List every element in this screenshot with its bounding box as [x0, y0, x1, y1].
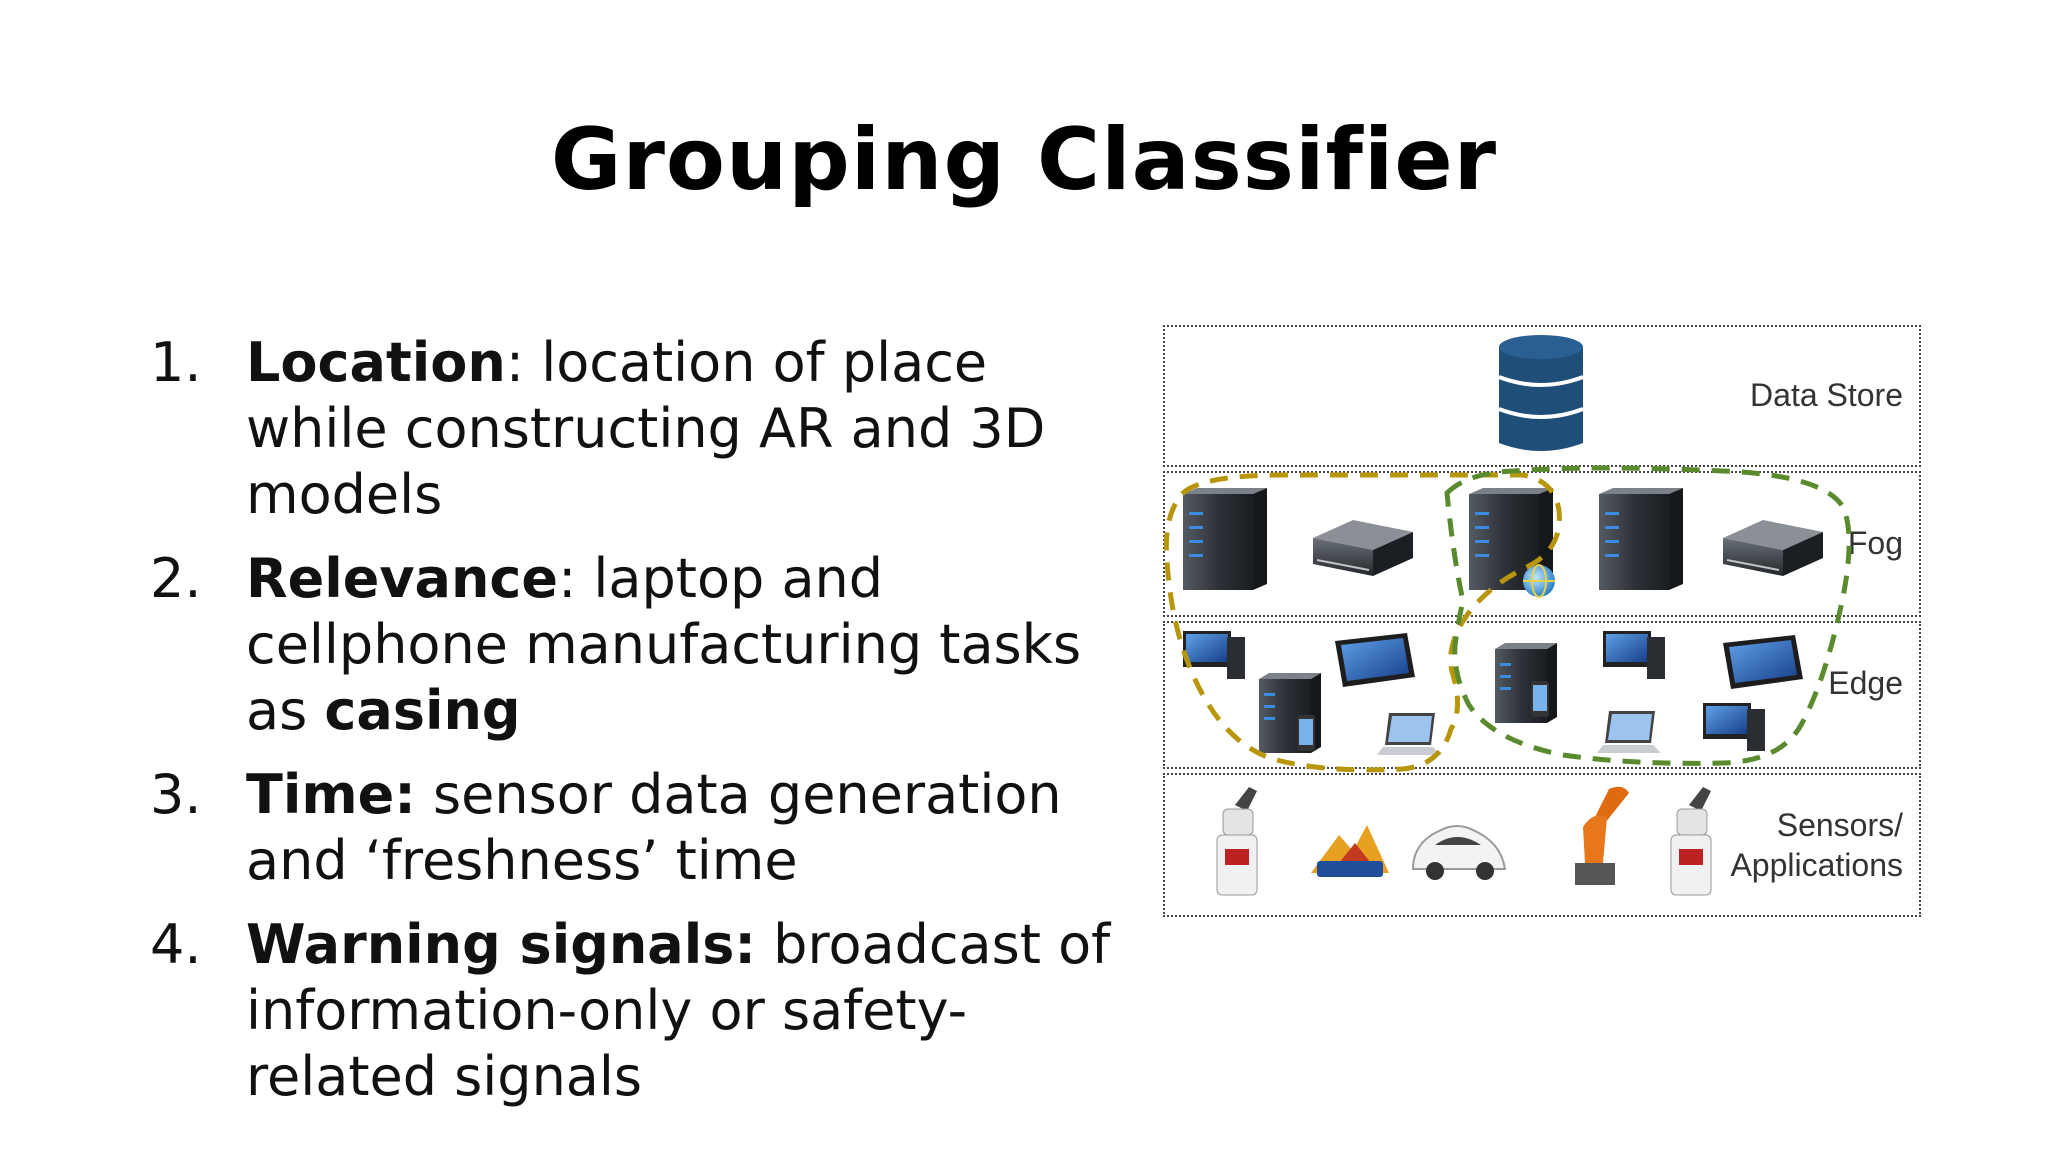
car-icon — [1411, 825, 1507, 880]
mountain-icon — [1311, 825, 1389, 877]
group-outline-gold — [1163, 472, 1562, 773]
database-icon — [1498, 335, 1584, 451]
layer-label-sensors-line2: Applications — [1730, 847, 1903, 883]
item-separator — [416, 763, 433, 826]
globe-icon — [1523, 564, 1555, 598]
layer-label-sensors-line1: Sensors/ — [1776, 807, 1903, 843]
classifier-list: 1. Location: location of place while cons… — [150, 330, 1130, 1128]
list-item: 2. Relevance: laptop and cellphone manufa… — [150, 546, 1130, 744]
laptop-icon — [1377, 713, 1441, 755]
item-text: sensor data generation and ‘freshness’ t… — [246, 763, 1062, 892]
tablet-icon — [1335, 633, 1415, 687]
item-number: 2. — [150, 547, 202, 610]
item-text: location of place while constructing AR … — [246, 331, 1046, 526]
rack-server-icon — [1723, 520, 1823, 576]
item-separator — [756, 913, 773, 976]
item-separator: : — [558, 547, 594, 610]
item-number: 1. — [150, 331, 202, 394]
item-text: laptop and cellphone manufacturing tasks… — [246, 547, 1082, 742]
tower-server-icon — [1599, 488, 1683, 590]
tower-server-icon — [1183, 488, 1267, 590]
monitor-icon — [1703, 703, 1765, 751]
item-text: broadcast of information-only or safety-… — [246, 913, 1111, 1108]
phone-icon — [1297, 715, 1315, 751]
list-item: 4. Warning signals: broadcast of informat… — [150, 912, 1130, 1110]
layer-label-edge: Edge — [1828, 665, 1903, 701]
phone-icon — [1531, 681, 1549, 717]
list-item: 3. Time: sensor data generation and ‘fres… — [150, 762, 1130, 894]
laptop-icon — [1597, 711, 1661, 753]
layer-data-store: Data Store — [1163, 325, 1921, 467]
item-keyword: Time: — [246, 763, 416, 826]
monitor-icon — [1603, 631, 1665, 679]
item-keyword: Location — [246, 331, 506, 394]
robot-arm-icon — [1670, 787, 1712, 896]
item-separator: : — [505, 331, 542, 394]
layer-label-sensors: Sensors/ Applications — [1730, 805, 1903, 885]
fog-architecture-diagram: Data Store Fog Edge Sensors/ Application… — [1163, 325, 1923, 917]
layer-label-data-store: Data Store — [1750, 377, 1903, 413]
diagram-graphics — [1163, 335, 1852, 896]
industrial-robot-icon — [1575, 786, 1629, 885]
item-keyword: Relevance — [246, 547, 559, 610]
layer-sensors: Sensors/ Applications — [1163, 773, 1921, 917]
layer-edge: Edge — [1163, 621, 1921, 769]
item-emphasis: casing — [324, 679, 521, 742]
list-item: 1. Location: location of place while cons… — [150, 330, 1130, 528]
rack-server-icon — [1313, 520, 1413, 576]
robot-arm-icon — [1216, 787, 1258, 896]
slide-title: Grouping Classifier — [550, 110, 1498, 210]
item-keyword: Warning signals: — [246, 913, 756, 976]
tablet-icon — [1723, 635, 1803, 689]
monitor-icon — [1183, 631, 1245, 679]
item-number: 3. — [150, 763, 202, 826]
layer-fog: Fog — [1163, 471, 1921, 617]
layer-label-fog: Fog — [1847, 525, 1903, 561]
item-number: 4. — [150, 913, 202, 976]
group-outline-green — [1444, 465, 1852, 766]
